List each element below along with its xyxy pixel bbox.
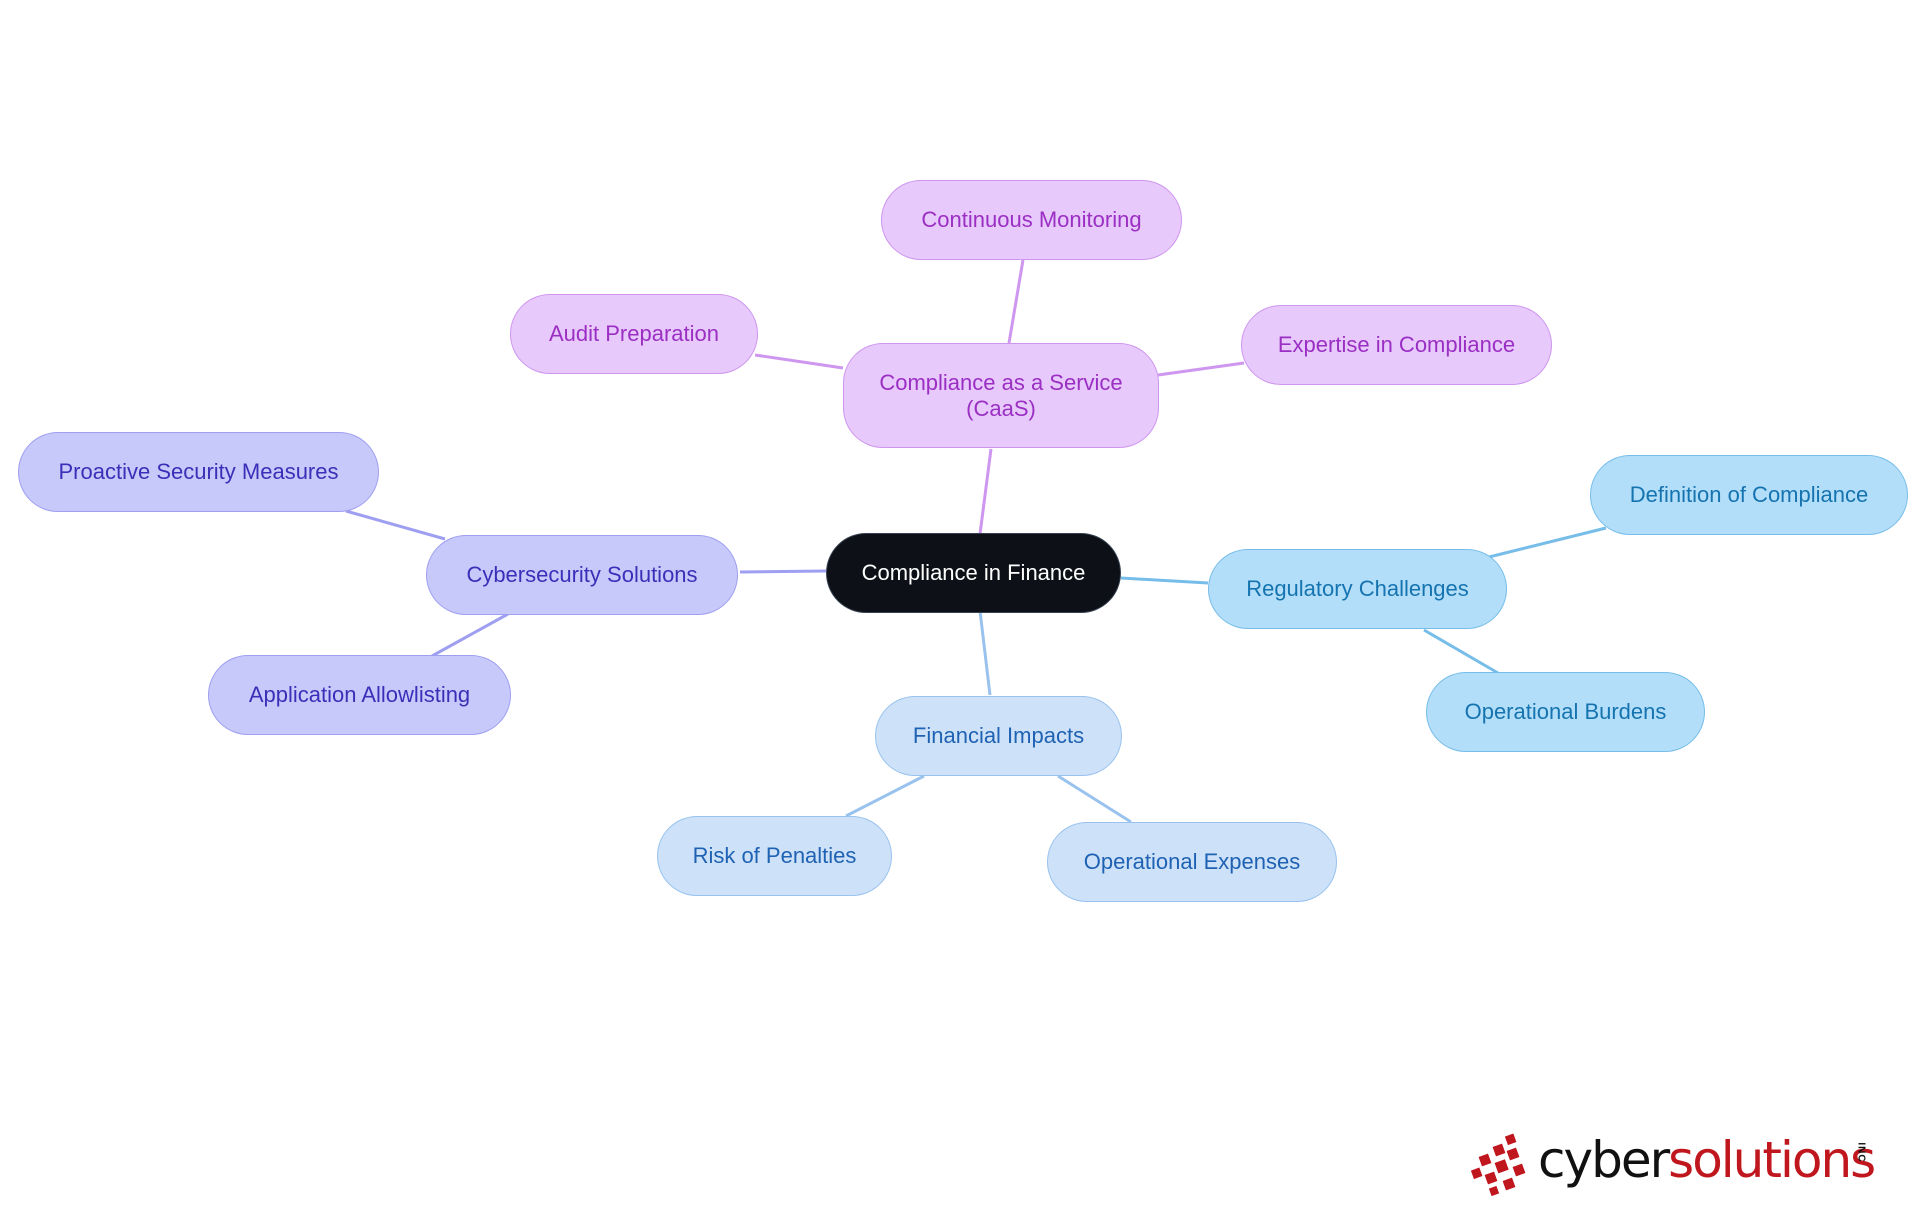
- edge-regulatory-burdens: [1423, 628, 1499, 675]
- leaf-label: Operational Expenses: [1083, 849, 1301, 875]
- branch-label-financial: Financial Impacts: [912, 723, 1085, 749]
- logo-suffix: INC: [1855, 1142, 1867, 1163]
- center-label: Compliance in Finance: [861, 560, 1086, 586]
- logo-word-solutions: solutions: [1668, 1131, 1876, 1189]
- edge-cyber-proactive: [345, 509, 446, 541]
- edge-caas-audit: [754, 353, 844, 370]
- edge-caas-expertise: [1157, 361, 1245, 377]
- leaf-node-application-allowlisting[interactable]: Application Allowlisting: [208, 655, 511, 735]
- leaf-node-definition-of-compliance[interactable]: Definition of Compliance: [1590, 455, 1908, 535]
- edge-financial-expenses: [1057, 774, 1132, 824]
- leaf-node-proactive-security[interactable]: Proactive Security Measures: [18, 432, 379, 512]
- logo-word-cyber: cyber: [1538, 1131, 1670, 1189]
- leaf-label: Definition of Compliance: [1629, 482, 1869, 508]
- company-logo: cybersolutions INC: [1470, 1125, 1880, 1197]
- edge-center-financial: [978, 610, 992, 696]
- logo-mark-icon: [1470, 1133, 1526, 1197]
- edge-center-regulatory: [1120, 576, 1209, 585]
- logo-wordmark: cybersolutions: [1538, 1125, 1876, 1195]
- edge-regulatory-definition: [1488, 526, 1607, 559]
- leaf-node-audit-preparation[interactable]: Audit Preparation: [510, 294, 758, 374]
- leaf-node-continuous-monitoring[interactable]: Continuous Monitoring: [881, 180, 1182, 260]
- leaf-label: Application Allowlisting: [248, 682, 471, 708]
- edge-center-cyber: [739, 569, 827, 574]
- edge-center-caas: [978, 448, 993, 535]
- branch-label-regulatory: Regulatory Challenges: [1246, 576, 1469, 602]
- center-node[interactable]: Compliance in Finance: [826, 533, 1121, 613]
- branch-node-financial[interactable]: Financial Impacts: [875, 696, 1122, 776]
- leaf-label: Expertise in Compliance: [1277, 332, 1516, 358]
- edge-financial-penalties: [845, 774, 925, 818]
- leaf-label: Audit Preparation: [549, 321, 719, 347]
- leaf-label: Risk of Penalties: [692, 843, 857, 869]
- edge-cyber-allowlisting: [431, 612, 509, 658]
- leaf-node-operational-burdens[interactable]: Operational Burdens: [1426, 672, 1705, 752]
- branch-node-cybersecurity[interactable]: Cybersecurity Solutions: [426, 535, 738, 615]
- leaf-node-operational-expenses[interactable]: Operational Expenses: [1047, 822, 1337, 902]
- branch-node-caas[interactable]: Compliance as a Service (CaaS): [843, 343, 1159, 448]
- leaf-node-expertise-in-compliance[interactable]: Expertise in Compliance: [1241, 305, 1552, 385]
- edge-caas-monitoring: [1007, 259, 1025, 344]
- leaf-label: Proactive Security Measures: [58, 459, 339, 485]
- leaf-label: Continuous Monitoring: [921, 207, 1142, 233]
- branch-node-regulatory[interactable]: Regulatory Challenges: [1208, 549, 1507, 629]
- branch-label-caas: Compliance as a Service (CaaS): [879, 370, 1123, 421]
- leaf-label: Operational Burdens: [1464, 699, 1667, 725]
- branch-label-cybersecurity: Cybersecurity Solutions: [466, 562, 698, 588]
- leaf-node-risk-of-penalties[interactable]: Risk of Penalties: [657, 816, 892, 896]
